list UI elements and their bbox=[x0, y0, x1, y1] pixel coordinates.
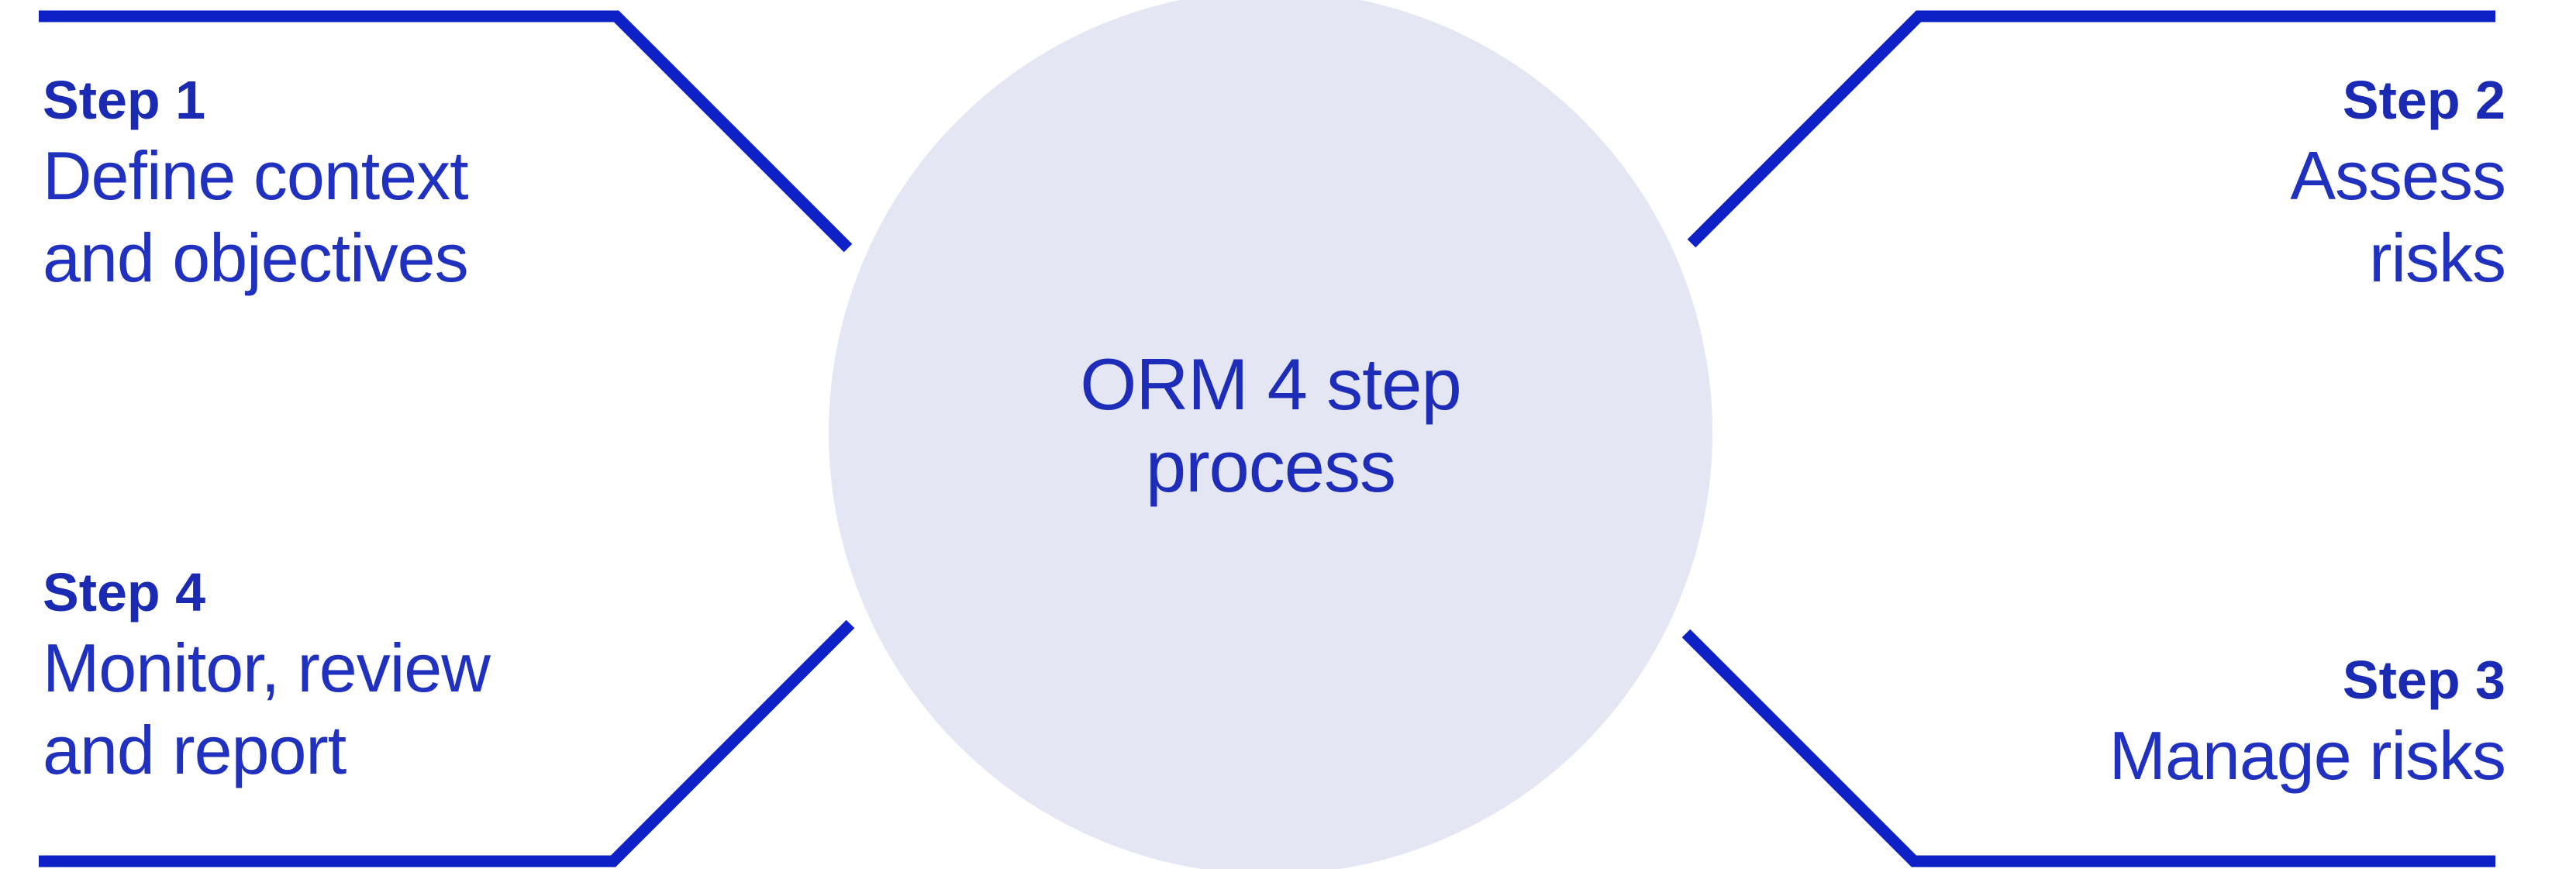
step-1-desc-line1: Define context bbox=[43, 137, 469, 214]
step-1-block: Step 1 Define context and objectives bbox=[43, 65, 469, 299]
center-title-line1: ORM 4 step bbox=[1080, 343, 1461, 425]
step-4-block: Step 4 Monitor, review and report bbox=[43, 557, 491, 791]
step-2-desc-line1: Assess bbox=[2290, 137, 2506, 214]
step-3-label: Step 3 bbox=[2342, 650, 2505, 710]
center-title-line2: process bbox=[1145, 426, 1396, 507]
step-2-label: Step 2 bbox=[2342, 70, 2505, 130]
bracket-bottom-left bbox=[39, 619, 855, 867]
bracket-top-left bbox=[39, 10, 853, 253]
step-2-description: Assess risks bbox=[2290, 135, 2506, 299]
step-4-description: Monitor, review and report bbox=[43, 627, 491, 791]
step-3-desc-line1: Manage risks bbox=[2109, 717, 2506, 794]
step-3-block: Step 3 Manage risks bbox=[2109, 645, 2506, 797]
step-1-description: Define context and objectives bbox=[43, 135, 469, 299]
bracket-top-right bbox=[1687, 10, 2495, 248]
step-4-desc-line1: Monitor, review bbox=[43, 629, 491, 706]
step-2-desc-line2: risks bbox=[2369, 219, 2506, 296]
step-3-description: Manage risks bbox=[2109, 715, 2506, 797]
step-4-desc-line2: and report bbox=[43, 712, 347, 788]
bracket-bottom-right bbox=[1681, 629, 2495, 867]
step-2-block: Step 2 Assess risks bbox=[2290, 65, 2506, 299]
center-circle-title: ORM 4 step process bbox=[1080, 343, 1461, 508]
step-4-label: Step 4 bbox=[43, 562, 206, 622]
step-1-label: Step 1 bbox=[43, 70, 206, 130]
step-1-desc-line2: and objectives bbox=[43, 219, 469, 296]
center-circle bbox=[829, 0, 1712, 869]
